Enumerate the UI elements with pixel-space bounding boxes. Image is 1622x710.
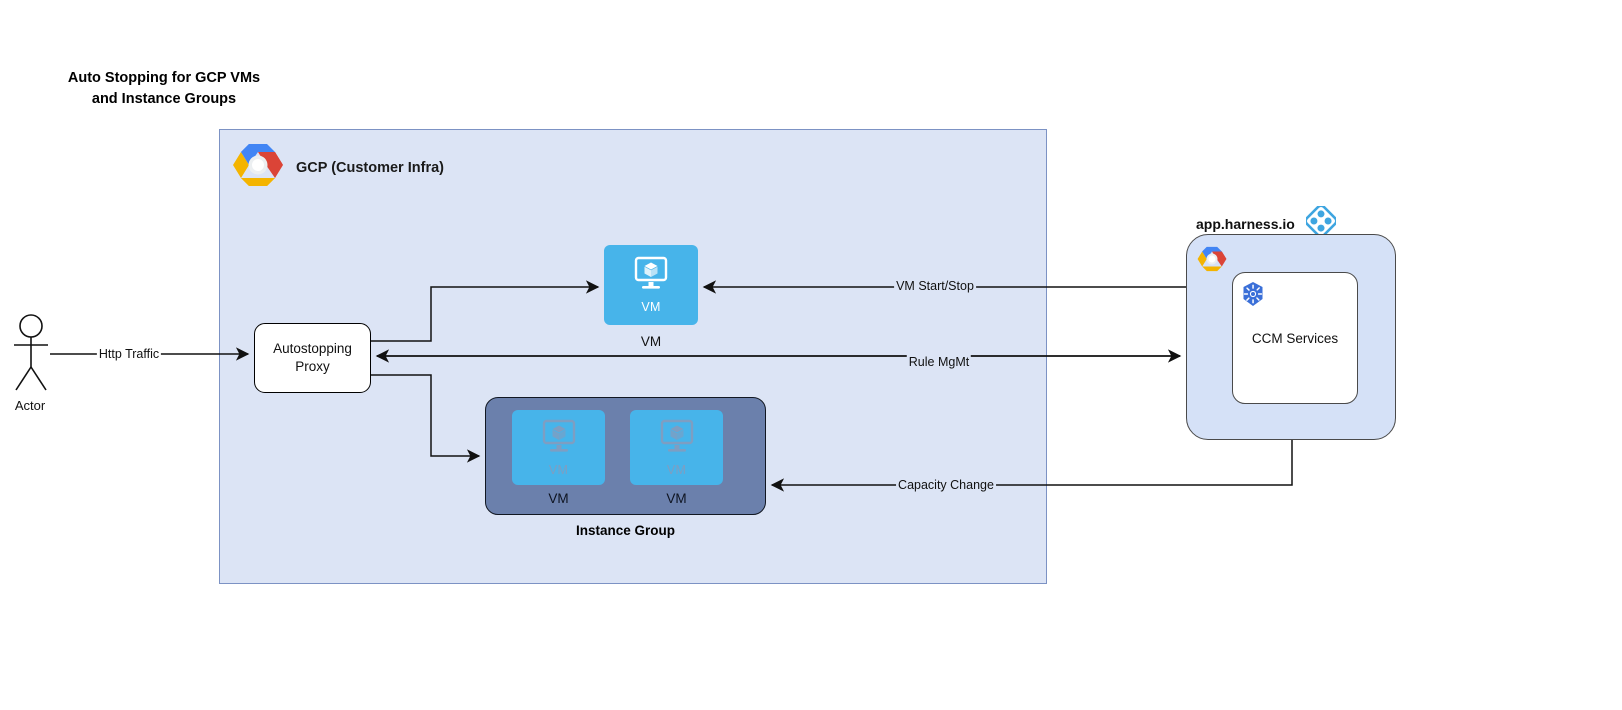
- instance-group-vm-2-inner-label: VM: [666, 462, 687, 477]
- edge-label-http-traffic: Http Traffic: [96, 347, 162, 361]
- gcp-logo-icon: [1197, 245, 1227, 278]
- autostopping-proxy-node[interactable]: Autostopping Proxy: [254, 323, 371, 393]
- vm-monitor-cube-icon: [538, 419, 580, 462]
- harness-title-label: app.harness.io: [1196, 215, 1295, 232]
- ccm-services-label: CCM Services: [1251, 331, 1339, 346]
- gcp-container-label: GCP (Customer Infra): [296, 159, 444, 176]
- actor-label: Actor: [14, 398, 46, 413]
- instance-group-vm-1-inner-label: VM: [548, 462, 569, 477]
- harness-header: app.harness.io: [1196, 204, 1338, 241]
- instance-group-vm-2[interactable]: VM: [630, 410, 723, 485]
- diagram-title-line2: and Instance Groups: [91, 91, 237, 108]
- instance-group-vm-2-caption: VM: [666, 491, 687, 506]
- instance-group-caption: Instance Group: [575, 523, 675, 538]
- vm-node[interactable]: VM: [604, 245, 698, 325]
- autostopping-proxy-label-line1: Autostopping: [273, 340, 352, 356]
- vm-caption: VM: [640, 334, 662, 349]
- instance-group-node[interactable]: VM VM VM VM: [485, 397, 766, 515]
- gcp-container-header: GCP (Customer Infra): [232, 142, 444, 193]
- harness-diamond-logo-icon: [1304, 204, 1338, 241]
- vm-monitor-cube-icon: [656, 419, 698, 462]
- gcp-logo-icon: [232, 142, 284, 193]
- vm-inner-label: VM: [641, 300, 661, 314]
- instance-group-vm-1[interactable]: VM: [512, 410, 605, 485]
- edge-label-rule-mgmt: Rule MgMt: [906, 355, 972, 369]
- autostopping-proxy-label-line2: Proxy: [295, 359, 330, 374]
- diagram-title-line1: Auto Stopping for GCP VMs: [67, 70, 261, 86]
- actor-stick-figure-icon: [2, 313, 60, 391]
- diagram-title: Auto Stopping for GCP VMs and Instance G…: [46, 68, 282, 110]
- kubernetes-helm-icon: [1240, 281, 1266, 312]
- instance-group-vm-1-caption: VM: [548, 491, 569, 506]
- edge-label-vm-start-stop: VM Start/Stop: [894, 279, 976, 293]
- edge-label-capacity-change: Capacity Change: [896, 478, 996, 492]
- vm-monitor-cube-icon: [630, 256, 672, 299]
